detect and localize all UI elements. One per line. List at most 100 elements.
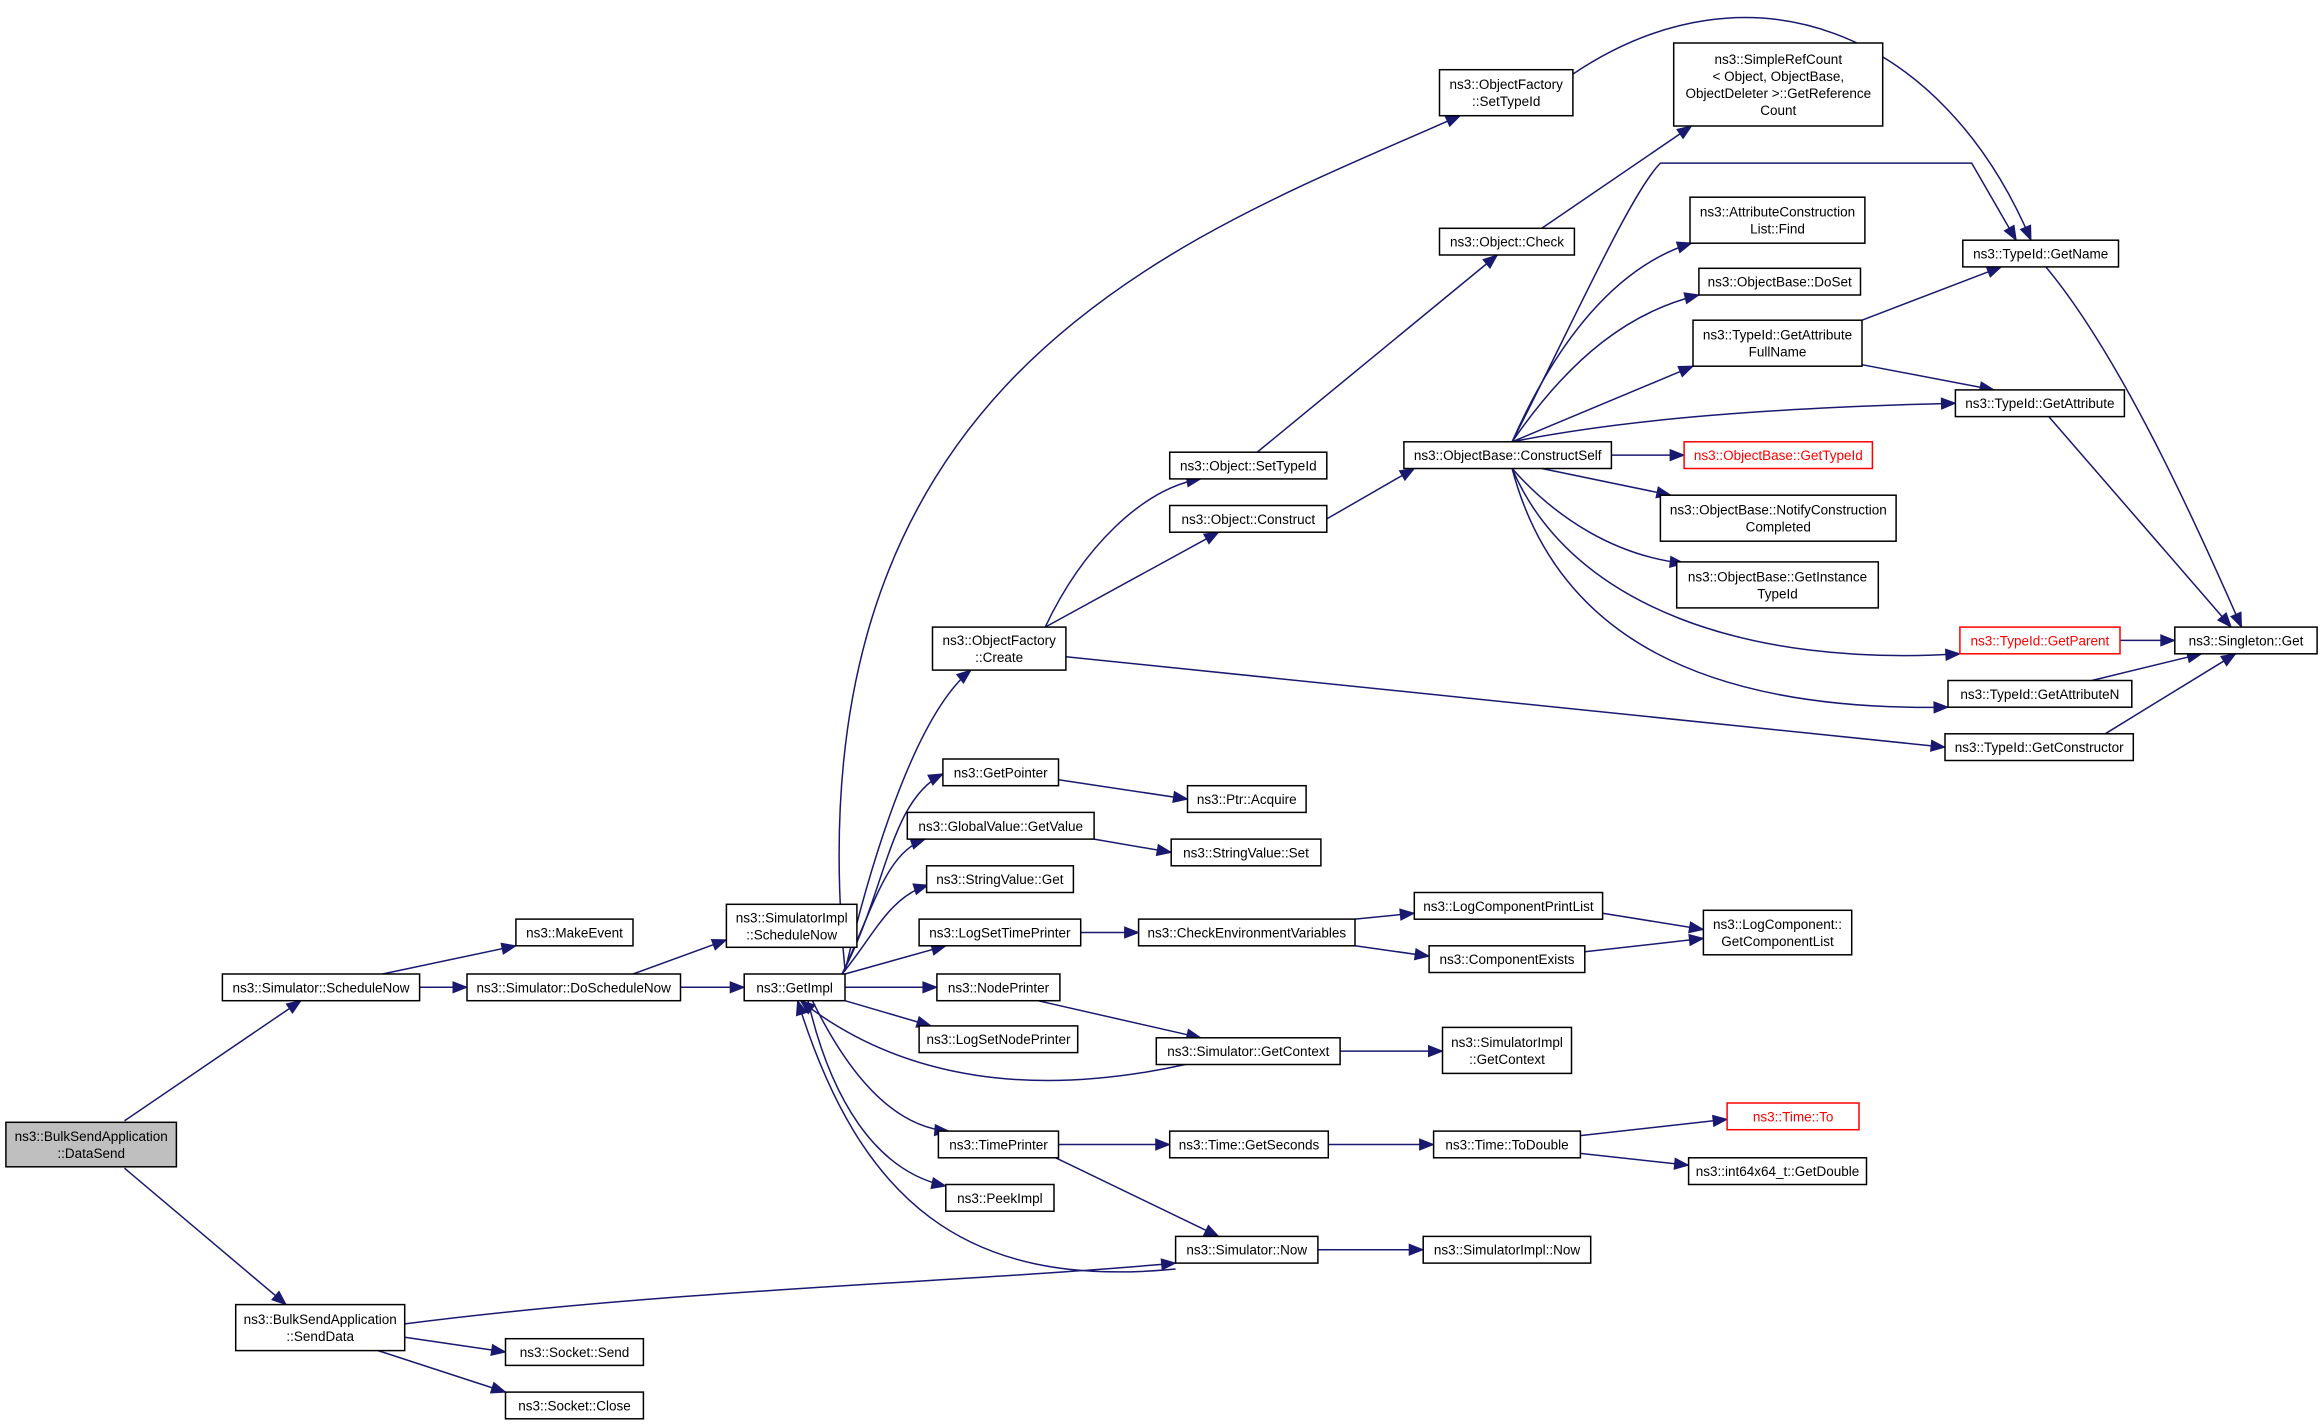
node-timeprinter[interactable]: ns3::TimePrinter	[937, 1130, 1060, 1159]
node-simplerefcount[interactable]: ns3::SimpleRefCount< Object, ObjectBase,…	[1672, 42, 1884, 127]
node-time-todouble[interactable]: ns3::Time::ToDouble	[1432, 1130, 1582, 1159]
node-label: ns3::LogSetNodePrinter	[926, 1032, 1071, 1047]
node-stringvalue-set[interactable]: ns3::StringValue::Set	[1170, 838, 1322, 867]
arrowhead	[1933, 701, 1950, 714]
node-box	[1672, 42, 1884, 127]
node-sim-schedulenow[interactable]: ns3::Simulator::ScheduleNow	[221, 973, 421, 1002]
node-getimpl[interactable]: ns3::GetImpl	[743, 973, 846, 1002]
node-object-construct[interactable]: ns3::Object::Construct	[1168, 504, 1328, 533]
node-objbase-notify[interactable]: ns3::ObjectBase::NotifyConstructionCompl…	[1659, 494, 1897, 542]
node-objbase-gettypeid[interactable]: ns3::ObjectBase::GetTypeId	[1683, 441, 1874, 470]
arrowhead	[1930, 739, 1947, 752]
edge-sim_doschedulenow-to-simimpl_schedulenow	[632, 938, 728, 975]
edge-line	[1580, 1152, 1689, 1166]
node-nodeprinter[interactable]: ns3::NodePrinter	[936, 973, 1061, 1002]
node-stringvalue-get[interactable]: ns3::StringValue::Get	[925, 865, 1075, 894]
node-objbase-constructself[interactable]: ns3::ObjectBase::ConstructSelf	[1403, 441, 1613, 470]
node-socket-send[interactable]: ns3::Socket::Send	[504, 1337, 645, 1367]
node-globalvalue-getvalue[interactable]: ns3::GlobalValue::GetValue	[906, 811, 1095, 840]
node-simimpl-getcontext[interactable]: ns3::SimulatorImpl::GetContext	[1441, 1026, 1573, 1075]
edge-line	[377, 1349, 506, 1393]
node-sim-doschedulenow[interactable]: ns3::Simulator::DoScheduleNow	[466, 973, 682, 1002]
node-checkenvvars[interactable]: ns3::CheckEnvironmentVariables	[1137, 918, 1356, 947]
arrowhead	[1202, 531, 1220, 545]
edge-line	[807, 1000, 946, 1187]
edge-objfactory_settypeid-to-typeid_getname	[1572, 16, 2032, 242]
node-label: TypeId	[1757, 586, 1798, 601]
node-box	[1174, 1235, 1319, 1264]
node-label: Completed	[1746, 520, 1811, 535]
node-box	[1438, 227, 1576, 256]
node-box	[234, 1303, 406, 1352]
node-ptr-acquire[interactable]: ns3::Ptr::Acquire	[1186, 784, 1307, 814]
node-typeid-getname[interactable]: ns3::TypeId::GetName	[1962, 239, 2120, 268]
node-label: ns3::CheckEnvironmentVariables	[1147, 926, 1346, 941]
node-simimpl-now[interactable]: ns3::SimulatorImpl::Now	[1422, 1235, 1592, 1264]
edge-line	[1580, 1118, 1728, 1137]
node-bulksend-senddata[interactable]: ns3::BulkSendApplication::SendData	[234, 1303, 406, 1352]
node-typeid-getparent[interactable]: ns3::TypeId::GetParent	[1959, 626, 2121, 655]
edge-line	[1511, 242, 1692, 443]
node-object-settypeid[interactable]: ns3::Object::SetTypeId	[1168, 451, 1328, 480]
node-componentexists[interactable]: ns3::ComponentExists	[1428, 945, 1586, 974]
node-sim-getcontext[interactable]: ns3::Simulator::GetContext	[1155, 1037, 1341, 1066]
node-peekimpl[interactable]: ns3::PeekImpl	[945, 1183, 1055, 1212]
edge-typeid_getname-to-singleton_get	[2045, 266, 2243, 629]
edge-componentexists-to-logcomp_getlist	[1584, 933, 1705, 953]
node-logcomp-getlist[interactable]: ns3::LogComponent::GetComponentList	[1702, 909, 1853, 956]
edge-line	[838, 114, 1461, 970]
node-label: ns3::TypeId::GetAttributeN	[1960, 687, 2119, 702]
node-getpointer[interactable]: ns3::GetPointer	[942, 758, 1060, 787]
node-box	[1702, 909, 1853, 956]
node-typeid-getattribute[interactable]: ns3::TypeId::GetAttribute	[1954, 389, 2126, 418]
node-box	[1441, 1026, 1573, 1075]
edge-bulksend_datasend-to-sim_schedulenow	[124, 999, 303, 1122]
node-label: ns3::AttributeConstruction	[1700, 205, 1855, 220]
node-box	[1168, 1130, 1330, 1159]
node-logsetnodeprinter[interactable]: ns3::LogSetNodePrinter	[918, 1025, 1079, 1054]
node-objbase-doset[interactable]: ns3::ObjectBase::DoSet	[1698, 267, 1862, 296]
arrowhead	[930, 1176, 948, 1190]
node-objfactory-create[interactable]: ns3::ObjectFactory::Create	[931, 626, 1067, 671]
node-singleton-get[interactable]: ns3::Singleton::Get	[2174, 626, 2318, 655]
arrowhead	[2019, 224, 2032, 242]
edge-sim_schedulenow-to-makeevent	[382, 942, 518, 975]
node-label: ns3::LogComponent::	[1713, 917, 1842, 932]
edge-line	[800, 1000, 1187, 1082]
edge-typeid_getattrfullname-to-typeid_getname	[1861, 266, 2003, 321]
node-simimpl-schedulenow[interactable]: ns3::SimulatorImpl::ScheduleNow	[725, 903, 858, 949]
node-typeid-getattributen[interactable]: ns3::TypeId::GetAttributeN	[1947, 679, 2133, 708]
node-label: ns3::Simulator::GetContext	[1167, 1044, 1329, 1059]
node-label: ns3::Singleton::Get	[2189, 633, 2304, 648]
edge-line	[1044, 478, 1201, 628]
node-label: ns3::LogComponentPrintList	[1423, 899, 1594, 914]
node-label: ObjectDeleter >::GetReference	[1685, 86, 1871, 101]
edge-sim_getcontext-to-simimpl_getcontext	[1340, 1044, 1444, 1058]
arrowhead	[1408, 1243, 1425, 1256]
node-label: ns3::BulkSendApplication	[244, 1312, 397, 1327]
node-int64-getdouble[interactable]: ns3::int64x64_t::GetDouble	[1687, 1157, 1868, 1186]
node-bulksend-datasend[interactable]: ns3::BulkSendApplication::DataSend	[5, 1121, 178, 1168]
edge-sim_schedulenow-to-sim_doschedulenow	[419, 981, 469, 994]
node-label: ns3::Object::Construct	[1182, 512, 1316, 527]
node-time-to[interactable]: ns3::Time::To	[1726, 1102, 1860, 1131]
node-object-check[interactable]: ns3::Object::Check	[1438, 227, 1576, 256]
node-socket-close[interactable]: ns3::Socket::Close	[504, 1391, 645, 1420]
arrowhead	[1688, 933, 1705, 947]
node-makeevent[interactable]: ns3::MakeEvent	[515, 918, 634, 947]
arrowhead	[271, 1290, 288, 1306]
node-objfactory-settypeid[interactable]: ns3::ObjectFactory::SetTypeId	[1438, 68, 1574, 117]
node-time-getseconds[interactable]: ns3::Time::GetSeconds	[1168, 1130, 1330, 1159]
arrowhead	[912, 883, 930, 896]
node-sim-now[interactable]: ns3::Simulator::Now	[1174, 1235, 1319, 1264]
node-logcompprintlist[interactable]: ns3::LogComponentPrintList	[1413, 891, 1604, 920]
edge-timeprinter-to-sim_now	[1052, 1155, 1220, 1238]
node-label: ns3::Time::GetSeconds	[1179, 1138, 1320, 1153]
node-box	[1659, 494, 1897, 542]
node-logsettimeprinter[interactable]: ns3::LogSetTimePrinter	[918, 918, 1082, 947]
arrowhead	[2216, 612, 2233, 629]
node-typeid-getconstructor[interactable]: ns3::TypeId::GetConstructor	[1944, 733, 2135, 762]
